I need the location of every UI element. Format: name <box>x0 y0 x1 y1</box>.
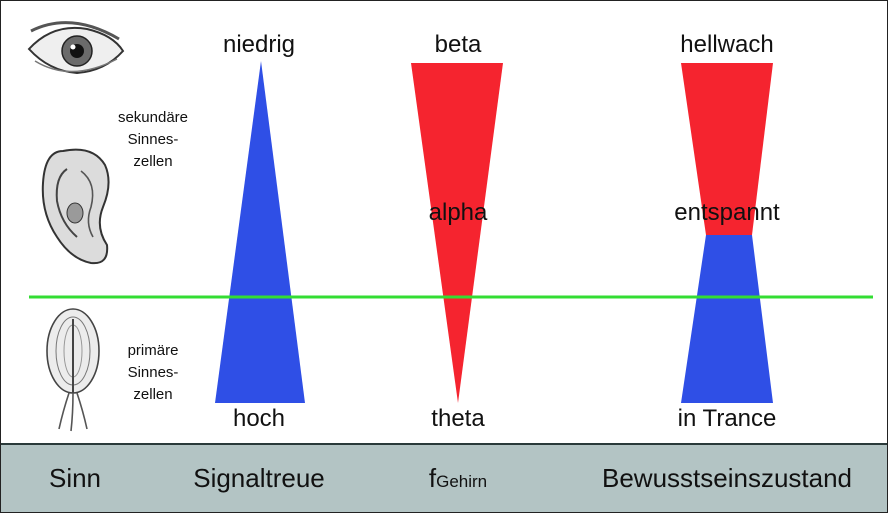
state-awake-trapezoid <box>681 63 773 235</box>
primary-line-3: zellen <box>133 386 173 403</box>
brain-middle-label: alpha <box>428 199 488 226</box>
brain-bottom-label: theta <box>431 405 485 432</box>
secondary-line-2: Sinnes- <box>127 131 179 148</box>
diagram-canvas <box>27 21 873 432</box>
ear-icon <box>41 148 110 265</box>
signal-top-label: niedrig <box>222 31 296 58</box>
signal-bottom-label: hoch <box>232 405 286 432</box>
state-bottom-label: in Trance <box>677 405 777 432</box>
primary-line-2: Sinnes- <box>127 364 179 381</box>
signal-fidelity-triangle <box>215 61 305 403</box>
secondary-line-3: zellen <box>133 153 173 170</box>
brain-top-label: beta <box>434 31 482 58</box>
primary-line-1: primäre <box>127 342 179 359</box>
footer-sinn-label: Sinn <box>48 463 102 493</box>
state-trance-trapezoid <box>681 235 773 403</box>
secondary-line-1: sekundäre <box>117 109 189 126</box>
skin-receptor-icon <box>46 308 100 432</box>
footer-bar <box>1 443 887 512</box>
secondary-sense-cells-label: sekundäre Sinnes- zellen <box>118 107 188 173</box>
brain-frequency-triangle <box>411 63 503 403</box>
f-symbol: f <box>428 463 437 493</box>
footer-bewusstsein-label: Bewusstseinszustand <box>601 463 853 493</box>
f-subscript: Gehirn <box>436 472 488 491</box>
footer-signaltreue-label: Signaltreue <box>193 463 325 493</box>
footer-brain-frequency-label: fGehirn <box>429 463 487 497</box>
primary-sense-cells-label: primäre Sinnes- zellen <box>128 340 179 406</box>
state-middle-label: entspannt <box>674 199 780 226</box>
eye-icon <box>27 21 125 75</box>
state-top-label: hellwach <box>680 31 774 58</box>
